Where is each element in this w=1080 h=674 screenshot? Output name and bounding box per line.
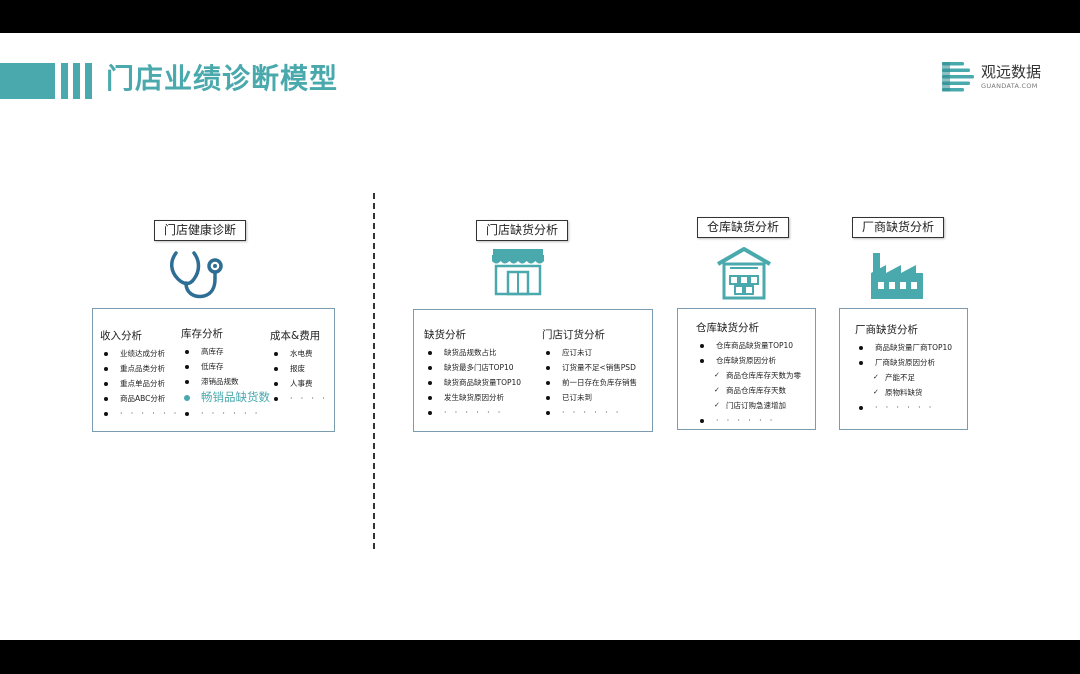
section-title-vendor: 厂商缺货分析 (852, 217, 945, 238)
list-item-highlight: 畅销品缺货数 (181, 389, 270, 406)
list-item-more: · · · · · · (542, 405, 637, 420)
storefront-icon (492, 249, 544, 296)
header-bar-stripe (61, 63, 68, 99)
list-item: 缺货最多门店TOP10 (424, 360, 521, 375)
column-header: 成本&费用 (270, 330, 321, 342)
warehouse-icon (717, 247, 771, 300)
logo-name: 观远数据 (981, 63, 1042, 81)
list-item-more: · · · · · · (424, 405, 521, 420)
list-item: 订货量不足<销售PSD (542, 360, 637, 375)
list-item: 已订未到 (542, 390, 637, 405)
check-item: 商品仓库库存天数为零 (696, 368, 801, 383)
list-item: 仓库商品缺货量TOP10 (696, 338, 801, 353)
health-col-cost: 成本&费用 水电费 报废 人事费 · · · · (270, 329, 328, 406)
health-box: 收入分析 业绩达成分析 重点品类分析 重点单品分析 商品ABC分析 · · · … (92, 308, 335, 432)
list-item: 水电费 (270, 346, 328, 361)
column-header: 收入分析 (100, 330, 142, 342)
list-item: 前一日存在负库存销售 (542, 375, 637, 390)
check-item: 原物料缺货 (855, 385, 952, 400)
list-item: 厂商缺货原因分析 (855, 355, 952, 370)
list-item: 缺货商品缺货量TOP10 (424, 375, 521, 390)
section-title-warehouse: 仓库缺货分析 (697, 217, 790, 238)
check-item: 门店订购急速增加 (696, 398, 801, 413)
store-stockout-box: 缺货分析 缺货品规数占比 缺货最多门店TOP10 缺货商品缺货量TOP10 发生… (413, 309, 653, 432)
vendor-box: 厂商缺货分析 商品缺货量厂商TOP10 厂商缺货原因分析 产能不足 原物料缺货 … (839, 308, 968, 430)
store-col-stockout: 缺货分析 缺货品规数占比 缺货最多门店TOP10 缺货商品缺货量TOP10 发生… (424, 328, 521, 420)
check-item: 商品仓库库存天数 (696, 383, 801, 398)
list-item: 商品ABC分析 (100, 391, 179, 406)
column-header: 仓库缺货分析 (696, 322, 759, 334)
list-item-more: · · · · · · (696, 413, 801, 428)
list-item-more: · · · · · · (100, 406, 179, 421)
list-item: 商品缺货量厂商TOP10 (855, 340, 952, 355)
logo-subtitle: GUANDATA.COM (981, 82, 1038, 90)
list-item-more: · · · · · · (181, 406, 270, 421)
list-item-more: · · · · · · (855, 400, 952, 415)
page-title: 门店业绩诊断模型 (106, 62, 339, 95)
list-item: 仓库缺货原因分析 (696, 353, 801, 368)
list-item: 人事费 (270, 376, 328, 391)
list-item: 业绩达成分析 (100, 346, 179, 361)
list-item: 滞销品规数 (181, 374, 270, 389)
factory-icon (871, 253, 923, 299)
section-divider (373, 193, 375, 549)
column-header: 厂商缺货分析 (855, 324, 918, 336)
list-item: 应订未订 (542, 345, 637, 360)
health-col-revenue: 收入分析 业绩达成分析 重点品类分析 重点单品分析 商品ABC分析 · · · … (100, 329, 179, 421)
column-header: 库存分析 (181, 328, 223, 340)
section-title-health: 门店健康诊断 (154, 220, 247, 241)
list-item: 重点单品分析 (100, 376, 179, 391)
header-bar-stripe (73, 63, 80, 99)
vendor-col: 厂商缺货分析 商品缺货量厂商TOP10 厂商缺货原因分析 产能不足 原物料缺货 … (855, 323, 952, 415)
column-header: 门店订货分析 (542, 329, 605, 341)
stethoscope-icon (170, 251, 223, 299)
list-item: 报废 (270, 361, 328, 376)
list-item: 发生缺货原因分析 (424, 390, 521, 405)
list-item: 低库存 (181, 359, 270, 374)
health-col-inventory: 库存分析 高库存 低库存 滞销品规数 畅销品缺货数 · · · · · · (181, 327, 270, 421)
list-item: 缺货品规数占比 (424, 345, 521, 360)
header-bar-stripe (85, 63, 92, 99)
logo-icon (942, 62, 974, 92)
list-item-more: · · · · (270, 391, 328, 406)
warehouse-col: 仓库缺货分析 仓库商品缺货量TOP10 仓库缺货原因分析 商品仓库库存天数为零 … (696, 321, 801, 428)
header-bar-main (0, 63, 55, 99)
column-header: 缺货分析 (424, 329, 466, 341)
warehouse-box: 仓库缺货分析 仓库商品缺货量TOP10 仓库缺货原因分析 商品仓库库存天数为零 … (677, 308, 816, 430)
section-title-store-stockout: 门店缺货分析 (476, 220, 569, 241)
slide: 门店业绩诊断模型 观远数据 GUANDATA.COM 门店健康诊断 收入分析 业… (0, 33, 1080, 640)
list-item: 重点品类分析 (100, 361, 179, 376)
check-item: 产能不足 (855, 370, 952, 385)
store-col-ordering: 门店订货分析 应订未订 订货量不足<销售PSD 前一日存在负库存销售 已订未到 … (542, 328, 637, 420)
list-item: 高库存 (181, 344, 270, 359)
